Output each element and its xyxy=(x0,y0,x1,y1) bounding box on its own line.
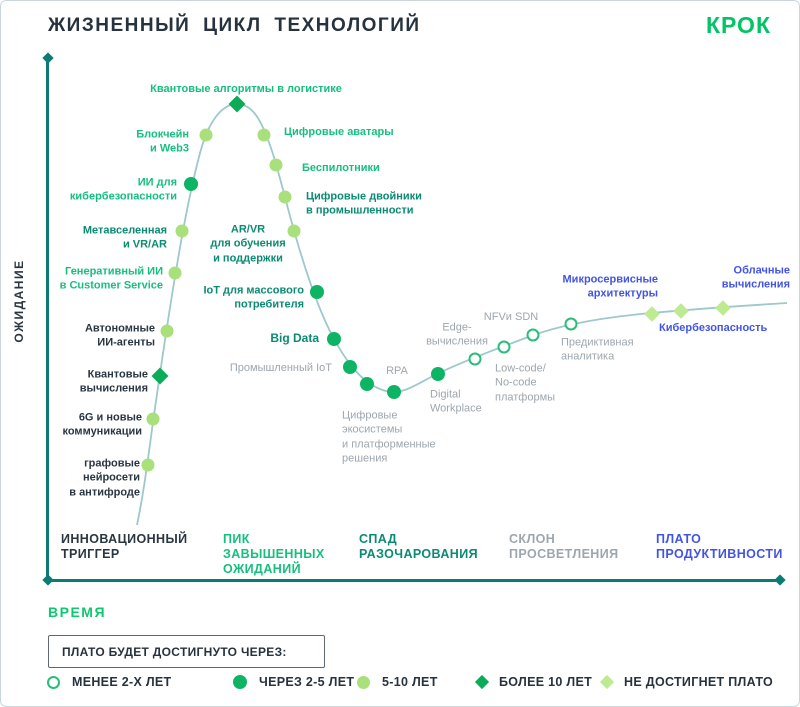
phase-label: СПАД РАЗОЧАРОВАНИЯ xyxy=(359,532,478,561)
tech-label: 6G и новые коммуникации xyxy=(62,411,143,438)
legend-marker-diamond-never xyxy=(599,674,615,690)
legend-item: БОЛЕЕ 10 ЛЕТ xyxy=(474,674,593,690)
tech-label: ИИ для кибербезопасности xyxy=(69,176,177,203)
phase-label: ПЛАТО ПРОДУКТИВНОСТИ xyxy=(656,532,783,561)
tech-marker-circle-lt2 xyxy=(468,352,482,366)
tech-label: Low-code/ No-code платформы xyxy=(495,362,556,404)
tech-marker-circle-2-5 xyxy=(184,177,198,191)
tech-label: графовые нейросети в антифроде xyxy=(69,457,140,499)
legend-label: ЧЕРЕЗ 2-5 ЛЕТ xyxy=(259,675,355,689)
tech-label: Автономные ИИ-агенты xyxy=(84,322,155,349)
tech-label: Big Data xyxy=(270,331,319,346)
tech-marker-circle-lt2 xyxy=(526,328,540,342)
phase-label: ПИК ЗАВЫШЕННЫХ ОЖИДАНИЙ xyxy=(223,532,325,576)
tech-label: Цифровые аватары xyxy=(284,125,394,138)
tech-marker-circle-5-10 xyxy=(269,158,283,172)
tech-label: Цифровые двойники в промышленности xyxy=(306,190,422,217)
tech-label: Микросервисные архитектуры xyxy=(562,273,658,300)
tech-marker-circle-5-10 xyxy=(257,128,271,142)
tech-marker-circle-lt2 xyxy=(497,340,511,354)
tech-label: Промышленный IoT xyxy=(229,361,332,374)
krok-logo: КРОК xyxy=(705,12,771,38)
legend-marker-circle-5-10 xyxy=(357,675,370,689)
tech-marker-circle-5-10 xyxy=(175,224,189,238)
legend-item: 5-10 ЛЕТ xyxy=(357,674,438,690)
tech-label: Edge- вычисления xyxy=(426,321,488,348)
tech-label: Генеративный ИИ в Customer Service xyxy=(59,265,163,292)
legend-label: БОЛЕЕ 10 ЛЕТ xyxy=(499,675,593,689)
tech-marker-circle-5-10 xyxy=(141,458,155,472)
tech-label: Беспилотники xyxy=(302,161,380,174)
tech-label: Цифровые экосистемы и платформенные реше… xyxy=(342,409,436,465)
tech-marker-circle-5-10 xyxy=(160,324,174,338)
tech-label: Квантовые вычисления xyxy=(79,368,148,395)
tech-label: Квантовые алгоритмы в логистике xyxy=(150,82,342,95)
tech-marker-circle-5-10 xyxy=(168,266,182,280)
tech-marker-circle-5-10 xyxy=(278,190,292,204)
legend-item: НЕ ДОСТИГНЕТ ПЛАТО xyxy=(599,674,773,690)
legend-title-box: ПЛАТО БУДЕТ ДОСТИГНУТО ЧЕРЕЗ: xyxy=(48,635,325,668)
tech-label: Кибербезопасность xyxy=(659,321,768,334)
phase-label: ИННОВАЦИОННЫЙ ТРИГГЕР xyxy=(61,532,188,561)
legend-marker-circle-lt2 xyxy=(47,675,60,689)
tech-label: AR/VR для обучения и поддержки xyxy=(210,223,286,265)
legend-marker-diamond-gt10 xyxy=(474,674,490,690)
tech-label: Блокчейн и Web3 xyxy=(136,128,189,155)
tech-label: Digital Workplace xyxy=(430,388,482,415)
legend-label: 5-10 ЛЕТ xyxy=(382,675,438,689)
legend-label: НЕ ДОСТИГНЕТ ПЛАТО xyxy=(624,675,773,689)
legend-marker-circle-2-5 xyxy=(233,675,247,689)
tech-label: NFVи SDN xyxy=(483,310,539,323)
legend-item: ЧЕРЕЗ 2-5 ЛЕТ xyxy=(233,674,354,690)
tech-marker-circle-2-5 xyxy=(431,367,445,381)
page-title: ЖИЗНЕННЫЙ ЦИКЛ ТЕХНОЛОГИЙ xyxy=(48,15,421,36)
tech-label: IoT для массового потребителя xyxy=(203,284,304,311)
legend-title: ПЛАТО БУДЕТ ДОСТИГНУТО ЧЕРЕЗ: xyxy=(62,644,287,659)
y-axis-line xyxy=(46,58,49,580)
tech-marker-circle-5-10 xyxy=(146,412,160,426)
phase-label: СКЛОН ПРОСВЕТЛЕНИЯ xyxy=(509,532,619,561)
tech-marker-circle-5-10 xyxy=(287,224,301,238)
tech-label: Метавселенная и VR/AR xyxy=(82,224,167,251)
legend-item: МЕНЕЕ 2-Х ЛЕТ xyxy=(47,674,172,690)
hype-cycle-curve xyxy=(136,103,788,526)
x-axis-label: ВРЕМЯ xyxy=(48,604,107,620)
tech-marker-circle-2-5 xyxy=(387,385,401,399)
tech-label: RPA xyxy=(386,364,408,377)
legend-label: МЕНЕЕ 2-Х ЛЕТ xyxy=(72,675,172,689)
tech-marker-circle-5-10 xyxy=(199,128,213,142)
tech-marker-circle-2-5 xyxy=(310,285,324,299)
tech-marker-circle-lt2 xyxy=(564,317,578,331)
tech-label: Предиктивная аналитика xyxy=(561,336,634,363)
tech-marker-circle-2-5 xyxy=(343,360,357,374)
tech-marker-circle-2-5 xyxy=(327,332,341,346)
tech-marker-circle-2-5 xyxy=(360,377,374,391)
tech-label: Облачные вычисления xyxy=(721,264,790,291)
x-axis-line xyxy=(46,579,780,582)
curve-path xyxy=(136,103,788,526)
